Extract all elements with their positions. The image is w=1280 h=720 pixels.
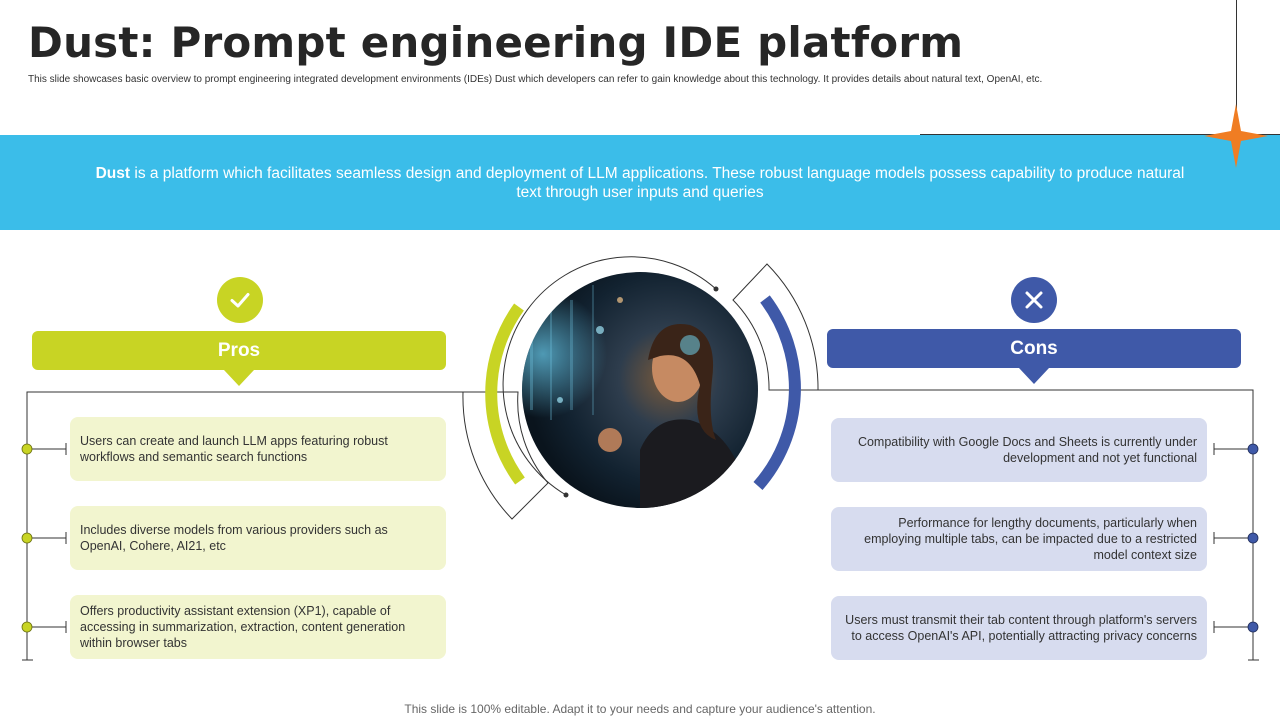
con-item-1: Compatibility with Google Docs and Sheet… (831, 418, 1207, 482)
con-item-2: Performance for lengthy documents, parti… (831, 507, 1207, 571)
close-icon (1025, 291, 1043, 309)
con-item-3: Users must transmit their tab content th… (831, 596, 1207, 660)
slide-subtitle: This slide showcases basic overview to p… (28, 74, 1043, 85)
cons-arrow (1019, 368, 1049, 384)
pros-arrow (224, 370, 254, 386)
pro-item-3: Offers productivity assistant extension … (70, 595, 446, 659)
cons-header: Cons (827, 329, 1241, 368)
slide-title: Dust: Prompt engineering IDE platform (28, 18, 964, 67)
pro-item-2: Includes diverse models from various pro… (70, 506, 446, 570)
banner-bold-term: Dust (95, 165, 131, 182)
decor-horizontal-line (920, 134, 1280, 135)
pros-badge (217, 277, 263, 323)
pro-item-text: Offers productivity assistant extension … (80, 604, 406, 650)
con-item-text: Compatibility with Google Docs and Sheet… (857, 435, 1197, 465)
pro-item-text: Includes diverse models from various pro… (80, 523, 388, 553)
star-icon (1204, 104, 1268, 168)
pro-item-1: Users can create and launch LLM apps fea… (70, 417, 446, 481)
footer-note: This slide is 100% editable. Adapt it to… (404, 702, 876, 716)
con-item-text: Performance for lengthy documents, parti… (864, 516, 1197, 562)
ai-woman-image (522, 272, 758, 508)
pro-item-text: Users can create and launch LLM apps fea… (80, 434, 388, 464)
intro-banner (0, 135, 1280, 230)
con-item-text: Users must transmit their tab content th… (845, 613, 1197, 643)
banner-text: Dust is a platform which facilitates sea… (90, 164, 1190, 202)
check-icon (230, 293, 250, 308)
banner-description: is a platform which facilitates seamless… (130, 165, 1185, 201)
cons-badge (1011, 277, 1057, 323)
pros-header: Pros (32, 331, 446, 370)
